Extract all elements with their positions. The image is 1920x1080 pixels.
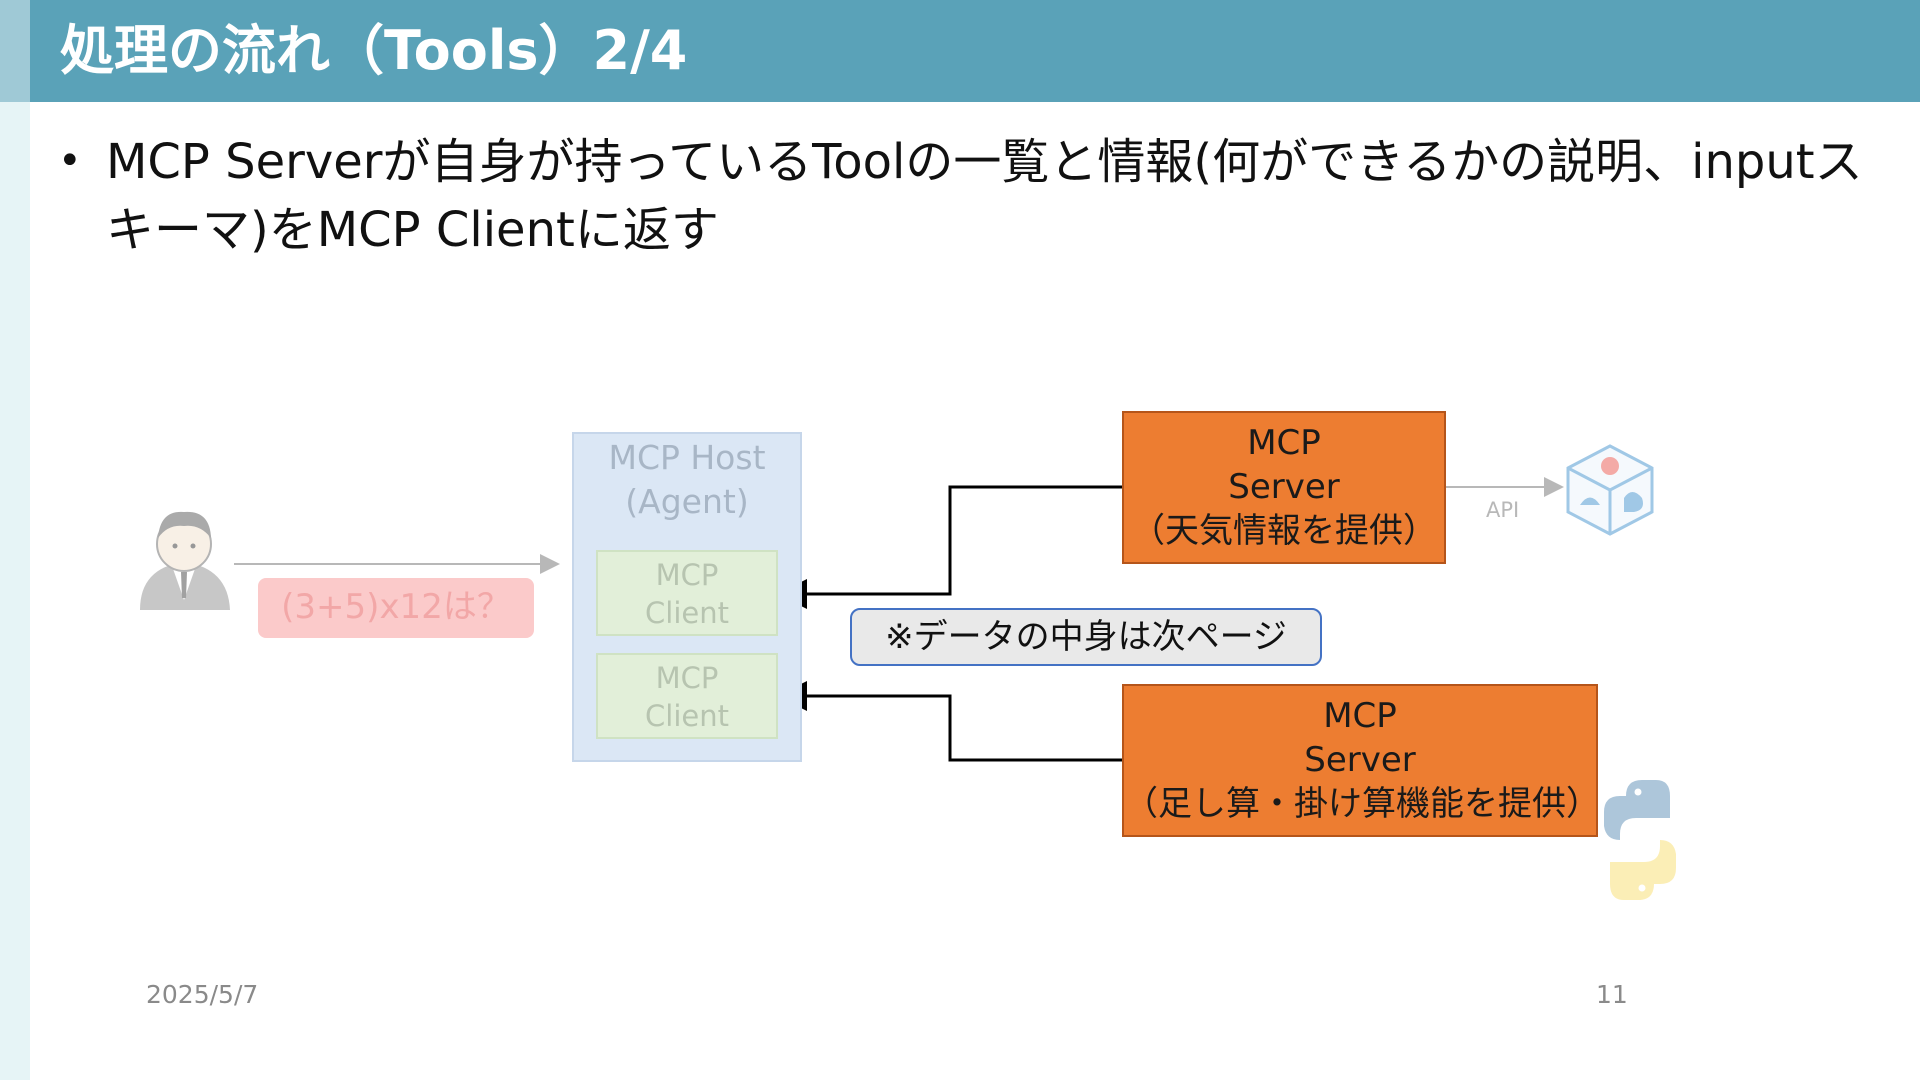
bullet-marker: • bbox=[58, 138, 82, 184]
host-label-line1: MCP Host bbox=[608, 438, 766, 477]
server-label-line3: （足し算・掛け算機能を提供） bbox=[1124, 784, 1600, 824]
user-avatar-icon bbox=[140, 511, 230, 610]
api-label: API bbox=[1486, 498, 1520, 522]
client-label-line2: Client bbox=[645, 699, 729, 733]
server-label-line2: Server bbox=[1304, 740, 1416, 780]
client-label-line2: Client bbox=[645, 596, 729, 630]
server-label-line1: MCP bbox=[1323, 696, 1397, 736]
mcp-client-box: MCP Client bbox=[596, 653, 778, 739]
weather-server-box: MCP Server （天気情報を提供） bbox=[1122, 411, 1446, 564]
data-note-callout: ※データの中身は次ページ bbox=[850, 608, 1322, 666]
slide-title: 処理の流れ（Tools）2/4 bbox=[60, 19, 688, 82]
server-label-line3: （天気情報を提供） bbox=[1131, 511, 1437, 551]
server-label-line1: MCP bbox=[1247, 423, 1321, 463]
slide-header bbox=[0, 0, 1920, 102]
weather-server-to-client-arrow bbox=[777, 485, 1122, 609]
weather-service-icon bbox=[1566, 444, 1654, 536]
calc-server-to-client-arrow bbox=[777, 681, 1122, 762]
client-label-line1: MCP bbox=[655, 558, 719, 592]
mcp-host-label: MCP Host (Agent) bbox=[572, 436, 802, 524]
host-label-line2: (Agent) bbox=[625, 482, 749, 521]
left-accent-strip bbox=[0, 102, 30, 1080]
client-label-line1: MCP bbox=[655, 661, 719, 695]
bullet-text: MCP Serverが自身が持っているToolの一覧と情報(何ができるかの説明、… bbox=[106, 134, 1863, 258]
header-accent-block bbox=[0, 0, 30, 102]
footer-date: 2025/5/7 bbox=[146, 980, 259, 1009]
calc-server-box: MCP Server （足し算・掛け算機能を提供） bbox=[1122, 684, 1600, 837]
user-query-bubble: (3+5)x12は？ bbox=[258, 578, 534, 638]
mcp-client-box: MCP Client bbox=[596, 550, 778, 636]
server-label-line2: Server bbox=[1228, 467, 1340, 507]
page-number: 11 bbox=[1596, 980, 1628, 1009]
python-logo-icon bbox=[1604, 780, 1676, 900]
